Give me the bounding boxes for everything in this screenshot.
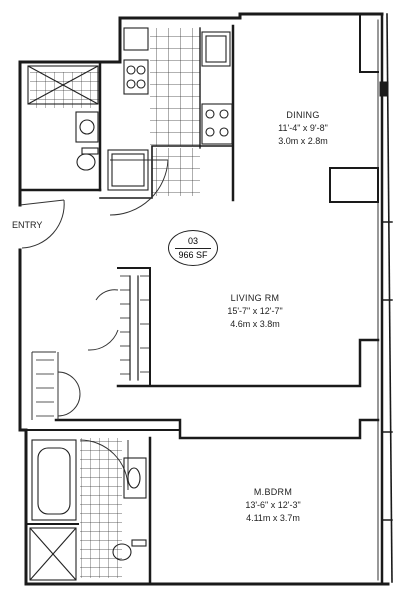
entry-label: ENTRY xyxy=(12,220,43,230)
unit-area: 966 SF xyxy=(178,250,208,260)
unit-badge: 03 966 SF xyxy=(168,230,218,266)
bath-2-fixtures xyxy=(29,439,147,581)
room-bedroom-label: M.BDRM 13'-6" x 12'-3" 4.11m x 3.7m xyxy=(218,486,328,525)
room-dining-dim-imperial: 11'-4" x 9'-8" xyxy=(278,123,328,133)
room-dining-name: DINING xyxy=(286,110,320,120)
tiled-floors xyxy=(30,28,200,578)
unit-number: 03 xyxy=(175,234,211,249)
room-bedroom-dim-imperial: 13'-6" x 12'-3" xyxy=(245,500,301,510)
room-living-label: LIVING RM 15'-7" x 12'-7" 4.6m x 3.8m xyxy=(200,292,310,331)
room-dining-label: DINING 11'-4" x 9'-8" 3.0m x 2.8m xyxy=(248,109,358,148)
room-bedroom-name: M.BDRM xyxy=(253,487,293,497)
door-swings xyxy=(19,159,169,490)
room-dining-dim-metric: 3.0m x 2.8m xyxy=(278,136,328,146)
room-living-dim-imperial: 15'-7" x 12'-7" xyxy=(227,306,283,316)
bath-1-fixtures xyxy=(27,65,99,171)
kitchen-appliances xyxy=(107,27,233,191)
storage-hatching xyxy=(36,275,150,417)
room-living-name: LIVING RM xyxy=(230,293,280,303)
room-bedroom-dim-metric: 4.11m x 3.7m xyxy=(246,513,300,523)
walls xyxy=(18,12,393,586)
room-living-dim-metric: 4.6m x 3.8m xyxy=(230,319,280,329)
